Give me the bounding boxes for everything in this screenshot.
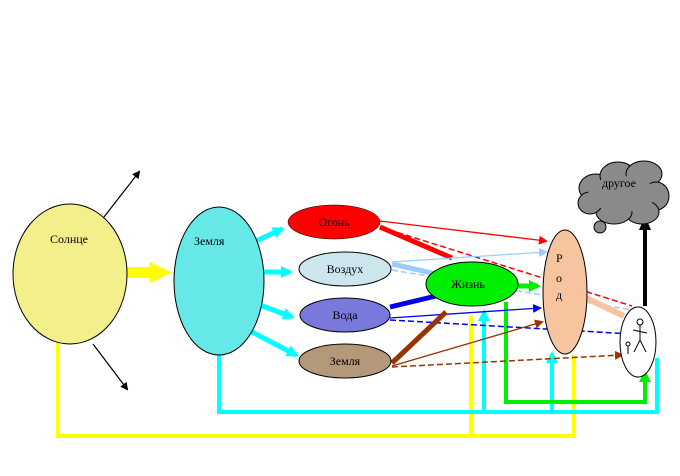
life-label: Жизнь (451, 277, 485, 291)
kin-node (542, 229, 588, 355)
fire-to-other-dashed (379, 226, 633, 307)
water-node (299, 297, 391, 333)
water-to-other-dashed (389, 319, 634, 339)
sun-ray-down-arrow (92, 343, 129, 391)
water-to-kin-arrow (389, 303, 542, 319)
sun-label: Солнце (50, 232, 88, 246)
air-to-kin-arrow (391, 247, 548, 263)
earth-to-life-thick (390, 310, 448, 365)
earth-to-elements-arrows (250, 226, 299, 358)
other-cloud-node (577, 160, 670, 234)
fire-label: Огонь (318, 215, 350, 229)
green-loop-line (504, 302, 651, 404)
earth-planet-node (173, 206, 265, 356)
water-to-life-thick (389, 293, 437, 310)
kin-to-person-arrow (584, 295, 626, 319)
yellow-loop-line (56, 342, 576, 438)
cyan-loop-line (217, 355, 659, 414)
air-to-life-thick (391, 261, 437, 277)
air-label: Воздух (327, 262, 364, 276)
flow-arrows (379, 216, 651, 368)
life-node (425, 261, 519, 307)
earth-to-kin-arrow (391, 319, 544, 367)
fire-node (287, 204, 381, 240)
fire-to-life-thick (379, 224, 453, 261)
earth-element-node (298, 343, 392, 379)
kin-label-letter-2: о (556, 271, 562, 285)
feedback-lines (56, 302, 659, 438)
person-node (619, 306, 657, 378)
person-icon (625, 318, 648, 354)
sun-node (12, 203, 128, 345)
sun-to-earth-arrow (126, 262, 172, 283)
earth-element-label: Земля (330, 354, 361, 368)
kin-label-letter-3: д (556, 288, 562, 302)
fire-to-kin-arrow (379, 220, 548, 245)
kin-label-letter-1: Р (556, 251, 563, 265)
earth-to-other-dashed (391, 350, 624, 368)
earth-planet-label: Земля (194, 234, 225, 248)
water-label: Вода (332, 308, 358, 322)
other-label: другое (602, 176, 636, 190)
sun-ray-up-arrow (103, 170, 141, 218)
air-node (298, 251, 392, 287)
